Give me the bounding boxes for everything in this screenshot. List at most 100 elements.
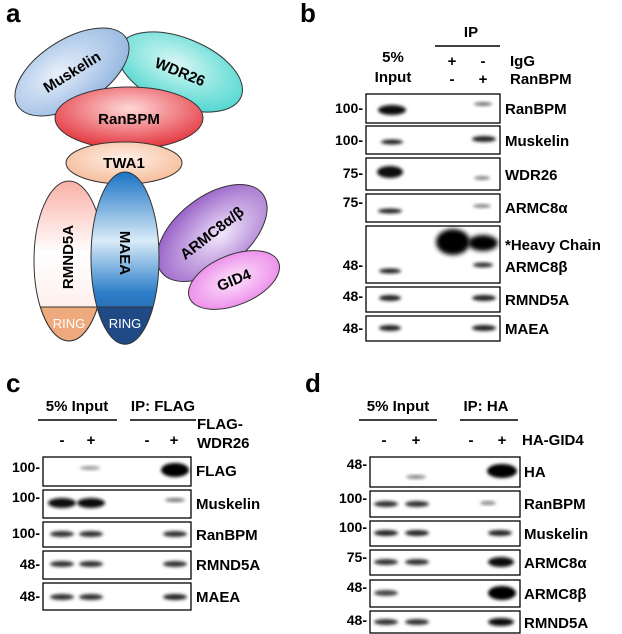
label-ring-rmnd5a: RING	[53, 316, 86, 331]
c-condition-line1: FLAG-	[197, 416, 243, 433]
blot-label-b-7: MAEA	[505, 321, 549, 338]
d-lane2: +	[412, 432, 421, 449]
blot-b-heavy-armc8b	[365, 225, 501, 284]
band	[377, 166, 403, 178]
band	[79, 561, 103, 567]
band	[487, 464, 517, 478]
band	[472, 325, 496, 331]
band	[488, 557, 514, 567]
mw-d-4: 75-	[347, 549, 368, 565]
c-lane1: -	[60, 432, 65, 449]
mw-c-3: 100-	[12, 525, 40, 541]
blot-label-c-1: FLAG	[196, 463, 237, 480]
igg-name: IgG	[510, 53, 535, 70]
band-heavy-chain	[468, 235, 498, 251]
mw-d-1: 48-	[347, 456, 368, 472]
band	[374, 619, 398, 625]
label-twa1: TWA1	[103, 155, 145, 172]
band	[474, 102, 492, 106]
mw-c-1: 100-	[12, 459, 40, 475]
blot-label-b-6: RMND5A	[505, 292, 569, 309]
protein-gid4: GID4	[188, 250, 280, 310]
c-lane2: +	[87, 432, 96, 449]
blot-label-b-4: ARMC8α	[505, 200, 568, 217]
blot-d-rmnd5a	[369, 610, 521, 634]
mw-b-7: 48-	[343, 320, 364, 336]
band	[48, 498, 76, 508]
blot-label-c-4: RMND5A	[196, 557, 260, 574]
protein-rmnd5a: RMND5A RING	[33, 180, 105, 342]
panel-b-letter: b	[300, 0, 316, 28]
mw-b-2: 100-	[335, 132, 363, 148]
bands-b	[377, 102, 498, 331]
band	[488, 618, 514, 626]
band	[163, 594, 187, 600]
panel-c: c 5% Input IP: FLAG FLAG- WDR26 - + - +	[6, 368, 260, 611]
mw-b-6: 48-	[343, 288, 364, 304]
band	[405, 619, 429, 625]
mw-d-5: 48-	[347, 579, 368, 595]
panel-b: b 5% Input IP + - IgG - + RanBPM	[300, 0, 601, 342]
input-pct: 5%	[382, 49, 404, 66]
band	[163, 531, 187, 537]
ip-label: IP	[464, 24, 478, 41]
band	[374, 559, 398, 565]
mw-b-4: 75-	[343, 194, 364, 210]
mw-b-1: 100-	[335, 100, 363, 116]
label-rmnd5a: RMND5A	[60, 225, 77, 289]
protein-twa1: TWA1	[65, 141, 183, 185]
bands-c	[48, 463, 189, 600]
protein-maea: MAEA RING	[90, 171, 160, 345]
d-lane1: -	[382, 432, 387, 449]
band	[374, 501, 398, 507]
mw-d-3: 100-	[339, 519, 367, 535]
band	[79, 594, 103, 600]
ranbpm-lane1: -	[450, 71, 455, 88]
blot-label-b-5b: ARMC8β	[505, 259, 568, 276]
mw-c-5: 48-	[20, 588, 41, 604]
band	[378, 105, 406, 115]
band	[405, 559, 429, 565]
blot-b-armc8a	[365, 193, 501, 223]
band	[161, 463, 189, 477]
c-lane3: -	[145, 432, 150, 449]
band	[480, 501, 496, 505]
protein-muskelin: Muskelin	[14, 27, 130, 117]
band	[165, 498, 185, 502]
band	[80, 466, 100, 470]
blot-label-d-1: HA	[524, 464, 546, 481]
band	[405, 501, 429, 507]
mw-d-2: 100-	[339, 490, 367, 506]
blot-label-d-2: RanBPM	[524, 496, 586, 513]
band	[488, 530, 512, 536]
band-heavy-chain	[436, 229, 470, 255]
band	[379, 295, 401, 301]
band	[50, 594, 74, 600]
blot-label-d-3: Muskelin	[524, 526, 588, 543]
blot-label-c-3: RanBPM	[196, 527, 258, 544]
band	[79, 531, 103, 537]
blot-label-b-2: Muskelin	[505, 133, 569, 150]
c-ip-label: IP: FLAG	[131, 398, 195, 415]
protein-ranbpm: RanBPM	[54, 86, 204, 150]
input-label: Input	[375, 69, 412, 86]
band	[381, 139, 403, 145]
ranbpm-lane2: +	[479, 71, 488, 88]
mw-c-2: 100-	[12, 489, 40, 505]
mw-d-6: 48-	[347, 612, 368, 628]
blot-label-b-5a: *Heavy Chain	[505, 237, 601, 254]
band	[374, 590, 398, 596]
panel-a: a WDR26 Muskelin RanBPM TWA1 ARMC8α/β GI…	[6, 0, 280, 345]
band	[405, 530, 429, 536]
band	[163, 561, 187, 567]
band	[473, 262, 493, 268]
d-input-label: 5% Input	[367, 398, 430, 415]
label-maea: MAEA	[116, 231, 133, 275]
label-ranbpm: RanBPM	[98, 111, 160, 128]
band	[374, 530, 398, 536]
mw-c-4: 48-	[20, 556, 41, 572]
blot-label-b-1: RanBPM	[505, 101, 567, 118]
panel-d-letter: d	[305, 368, 321, 398]
blot-label-d-6: RMND5A	[524, 615, 588, 632]
